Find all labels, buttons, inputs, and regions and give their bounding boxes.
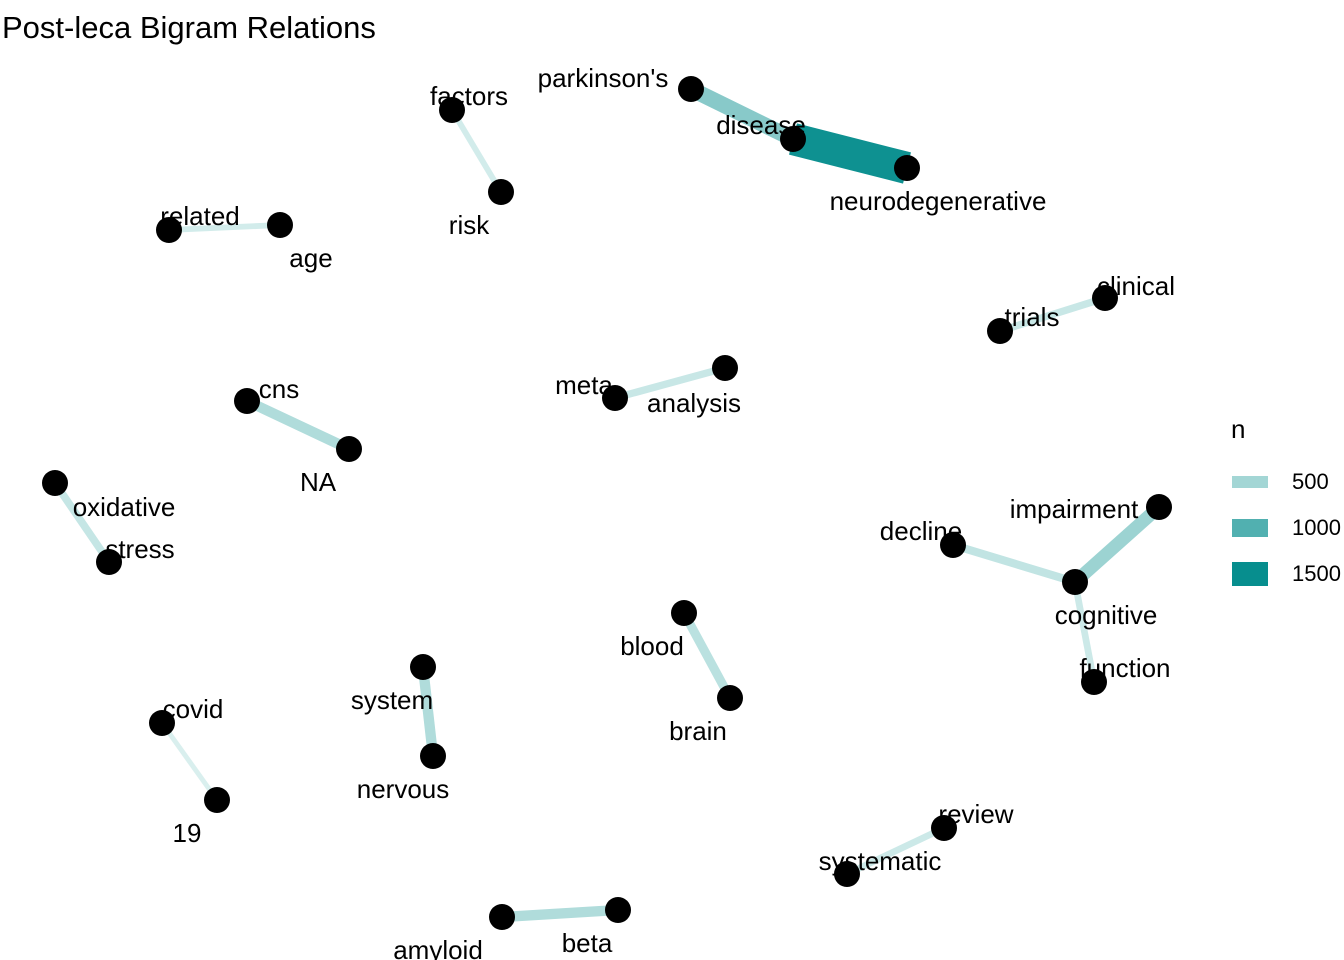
legend-item-500: 500 [1228, 459, 1344, 505]
legend-item-1500: 1500 [1228, 551, 1344, 597]
node-parkinsons [678, 76, 704, 102]
legend-key [1228, 551, 1272, 597]
edge-blood-brain [680, 610, 734, 701]
node-oxidative [42, 470, 68, 496]
edge-cns-na [244, 396, 352, 454]
node-covid [149, 710, 175, 736]
node-brain [717, 685, 743, 711]
node-label-system: system [351, 685, 433, 715]
edge-parkinsons-disease [687, 81, 797, 147]
nodes-layer [42, 76, 1172, 930]
legend-key [1228, 505, 1272, 551]
edge-oxidative-stress [51, 480, 113, 565]
node-neurodegenerative [894, 155, 920, 181]
node-decline [940, 532, 966, 558]
node-label-disease: disease [716, 110, 806, 140]
legend-item-1000: 1000 [1228, 505, 1344, 551]
edge-cognitive-impairment [1070, 502, 1164, 587]
edge-meta-analysis [614, 364, 726, 402]
edge-decline-cognitive [951, 541, 1077, 586]
node-label-cns: cns [259, 374, 299, 404]
node-label-oxidative: oxidative [73, 492, 176, 522]
node-label-factors: factors [430, 81, 508, 111]
edge-amyloid-beta [501, 904, 619, 923]
legend: n 500 1000 1500 [1228, 414, 1344, 597]
edge-system-nervous [417, 666, 439, 757]
node-analysis [602, 385, 628, 411]
node-cognitive [1062, 569, 1088, 595]
legend-swatch [1232, 476, 1268, 488]
node-na [336, 436, 362, 462]
node-label-impairment: impairment [1010, 494, 1139, 524]
node-label-parkinsons: parkinson's [538, 63, 669, 93]
labels-layer: parkinson's disease neurodegenerative facto… [73, 63, 1175, 960]
node-label-systematic: systematic [819, 846, 942, 876]
node-label-na: NA [300, 467, 337, 497]
node-label-trials: trials [1005, 302, 1060, 332]
edge-cognitive-function [1071, 581, 1098, 683]
node-systematic [834, 861, 860, 887]
node-meta [712, 355, 738, 381]
node-label-neurodegenerative: neurodegenerative [830, 186, 1047, 216]
chart-title: Post-leca Bigram Relations [2, 10, 376, 45]
node-label-n19: 19 [173, 818, 202, 848]
edge-covid-n19 [160, 721, 219, 802]
node-label-stress: stress [105, 534, 174, 564]
node-clinical [1092, 285, 1118, 311]
node-beta [605, 897, 631, 923]
edge-disease-neurodegenerative [789, 123, 911, 184]
legend-swatch [1232, 519, 1268, 537]
legend-label: 1000 [1292, 515, 1341, 540]
node-label-related: related [160, 201, 240, 231]
node-label-analysis: analysis [647, 388, 741, 418]
node-impairment [1146, 494, 1172, 520]
node-nervous [420, 743, 446, 769]
node-blood [671, 600, 697, 626]
legend-label: 500 [1292, 469, 1329, 494]
node-amyloid [489, 904, 515, 930]
edge-factors-risk [449, 108, 504, 194]
node-label-review: review [938, 799, 1013, 829]
node-related [156, 217, 182, 243]
legend-title: n [1231, 414, 1246, 444]
node-label-decline: decline [880, 516, 962, 546]
node-n19 [204, 787, 230, 813]
edge-trials-clinical [998, 294, 1107, 335]
edges-layer [51, 81, 1164, 923]
node-disease [780, 126, 806, 152]
node-label-risk: risk [449, 210, 490, 240]
node-label-blood: blood [620, 631, 684, 661]
node-label-beta: beta [562, 928, 613, 958]
node-label-clinical: clinical [1097, 271, 1175, 301]
node-stress [96, 549, 122, 575]
node-label-covid: covid [163, 694, 224, 724]
node-label-brain: brain [669, 716, 727, 746]
legend-key [1228, 459, 1272, 505]
legend-swatch [1232, 562, 1268, 586]
edge-systematic-review [845, 824, 946, 878]
node-label-age: age [289, 243, 332, 273]
node-review [931, 815, 957, 841]
node-label-nervous: nervous [357, 774, 450, 804]
edge-related-age [168, 222, 281, 233]
node-trials [987, 318, 1013, 344]
node-cns [234, 388, 260, 414]
node-function [1081, 669, 1107, 695]
legend-rows: 500 1000 1500 [1228, 459, 1344, 597]
node-label-amyloid: amyloid [393, 935, 483, 960]
node-age [267, 212, 293, 238]
node-label-function: function [1079, 653, 1170, 683]
node-factors [439, 97, 465, 123]
legend-label: 1500 [1292, 561, 1341, 586]
node-system [410, 654, 436, 680]
node-label-cognitive: cognitive [1055, 600, 1158, 630]
node-label-meta: meta [555, 370, 613, 400]
node-risk [488, 179, 514, 205]
